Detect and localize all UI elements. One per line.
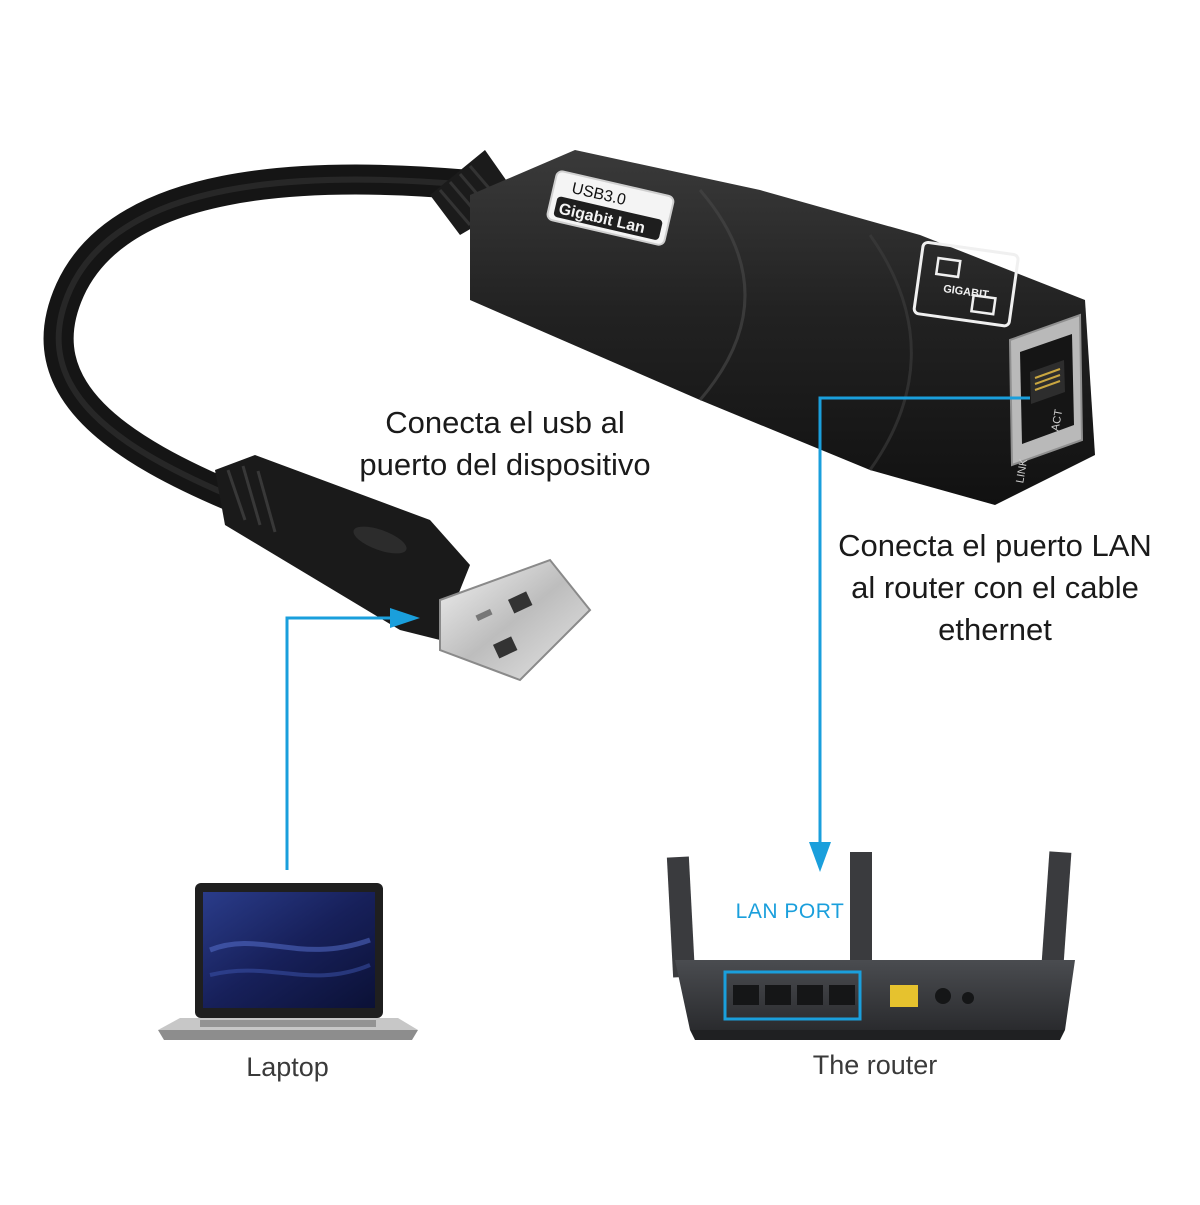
usb-to-laptop-line [285, 616, 392, 870]
lan-instruction-caption: Conecta el puerto LAN al router con el c… [800, 525, 1190, 651]
ethernet-adapter: USB3.0 Gigabit Lan GIGABIT LINK ACT [470, 150, 1095, 505]
lan-port-highlight [723, 970, 862, 1021]
usb-plug [215, 455, 592, 682]
laptop-illustration [158, 883, 418, 1040]
router-illustration [666, 851, 1075, 1040]
rj45-port: LINK ACT [1008, 313, 1084, 484]
usb-caption-line-1: Conecta el usb al [385, 405, 625, 440]
router-label: The router [812, 1050, 938, 1080]
usb-cable [43, 150, 520, 515]
lan-caption-line-1: Conecta el puerto LAN [838, 528, 1152, 563]
usb-arrowhead [390, 608, 420, 628]
lan-to-router-line [818, 396, 1030, 845]
lan-port-label: LAN PORT [735, 900, 845, 923]
lan-caption-line-2: al router con el cable [851, 570, 1139, 605]
usb-instruction-caption: Conecta el usb al puerto del dispositivo [320, 402, 690, 486]
port-act-text: ACT [1050, 408, 1066, 432]
lan-caption-line-3: ethernet [938, 612, 1052, 647]
wan-port [890, 985, 918, 1007]
port-link-text: LINK [1014, 457, 1030, 484]
lan-arrowhead [809, 842, 831, 872]
connector-arrows [285, 396, 1030, 872]
laptop-label: Laptop [246, 1052, 329, 1082]
usb3-badge: USB3.0 Gigabit Lan [546, 170, 675, 246]
usb-caption-line-2: puerto del dispositivo [359, 447, 651, 482]
